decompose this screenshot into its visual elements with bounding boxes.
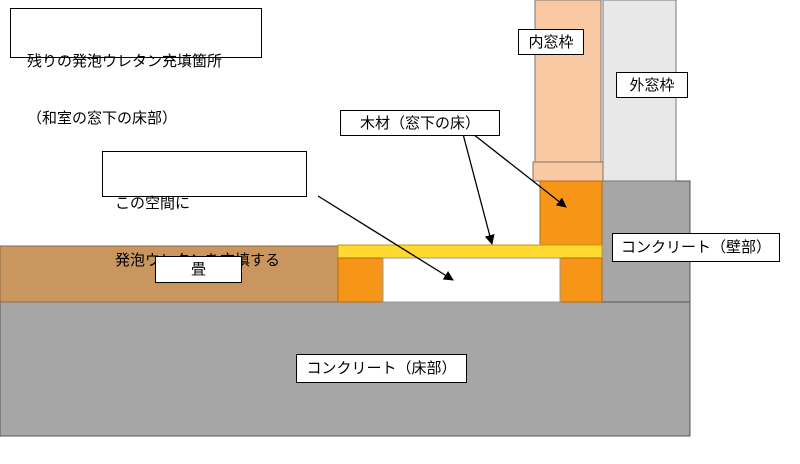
wood-sleeper-right [559,257,603,303]
outer-frame-label: 外窓枠 [616,72,688,98]
inner-frame-label: 内窓枠 [518,29,584,55]
arrow-wood-to-strip [462,133,495,245]
concrete-floor-label: コンクリート（床部） [296,354,467,383]
wood-sleeper-left [337,257,384,303]
empty-cavity [382,257,561,303]
wood-block-under-frame [539,180,603,246]
wood-label: 木材（窓下の床） [340,110,500,136]
inner-window-frame-sill [532,161,604,182]
arrow-space-to-cavity [317,195,454,281]
arrow-wood-to-block [472,133,567,208]
wood-floor-strip [337,244,603,259]
tatami-label: 畳 [155,256,242,283]
space-label: この空間に 発泡ウレタンを充填する [102,151,307,269]
inner-window-frame [534,0,602,163]
concrete-wall-label: コンクリート（壁部） [612,233,780,262]
title-line-1: 残りの発泡ウレタン充填箇所 [27,52,223,70]
title-line-2: （和室の窓下の床部） [27,109,178,127]
diagram-title: 残りの発泡ウレタン充填箇所 （和室の窓下の床部） [10,8,262,127]
space-label-line-1: この空間に [115,194,191,212]
